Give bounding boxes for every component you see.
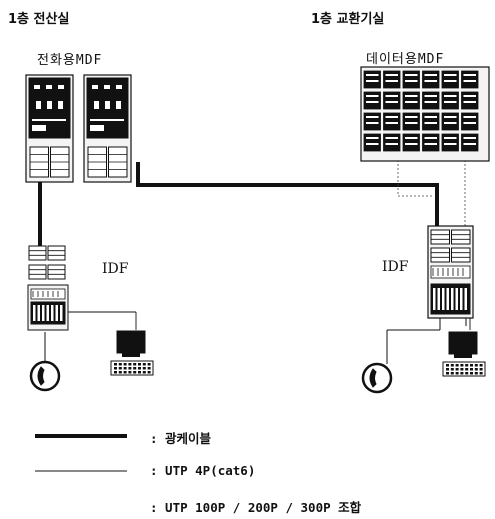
telephone-icon-right [361, 362, 393, 394]
phone-cable-right [386, 318, 441, 364]
idf-rack-right [427, 225, 474, 326]
telephone-mdf-rack-b [83, 74, 132, 183]
idf-rack-left [27, 245, 69, 331]
telephone-mdf-rack-a [25, 74, 74, 183]
data-mdf-rack [360, 66, 490, 162]
telephone-icon-left [29, 360, 61, 392]
computer-icon-right [442, 331, 486, 377]
utp-100p-cable [397, 160, 466, 226]
idf-label-left: IDF [102, 261, 129, 277]
computer-icon-left [110, 330, 154, 376]
mdf-label-right: 데이터용MDF [366, 52, 445, 67]
mdf-label-left: 전화용MDF [37, 53, 103, 68]
room-label-left: 1층 전산실 [8, 12, 70, 27]
legend-fiber-label: : 광케이블 [150, 431, 212, 446]
idf-label-right: IDF [382, 259, 409, 275]
fiber-cable-right [136, 162, 439, 226]
utp-4p-cable-left [66, 311, 137, 330]
legend-utp-4p-label: : UTP 4P(cat6) [150, 463, 256, 478]
room-label-right: 1층 교환기실 [311, 12, 385, 27]
legend-utp-100p-label: : UTP 100P / 200P / 300P 조합 [150, 500, 362, 515]
